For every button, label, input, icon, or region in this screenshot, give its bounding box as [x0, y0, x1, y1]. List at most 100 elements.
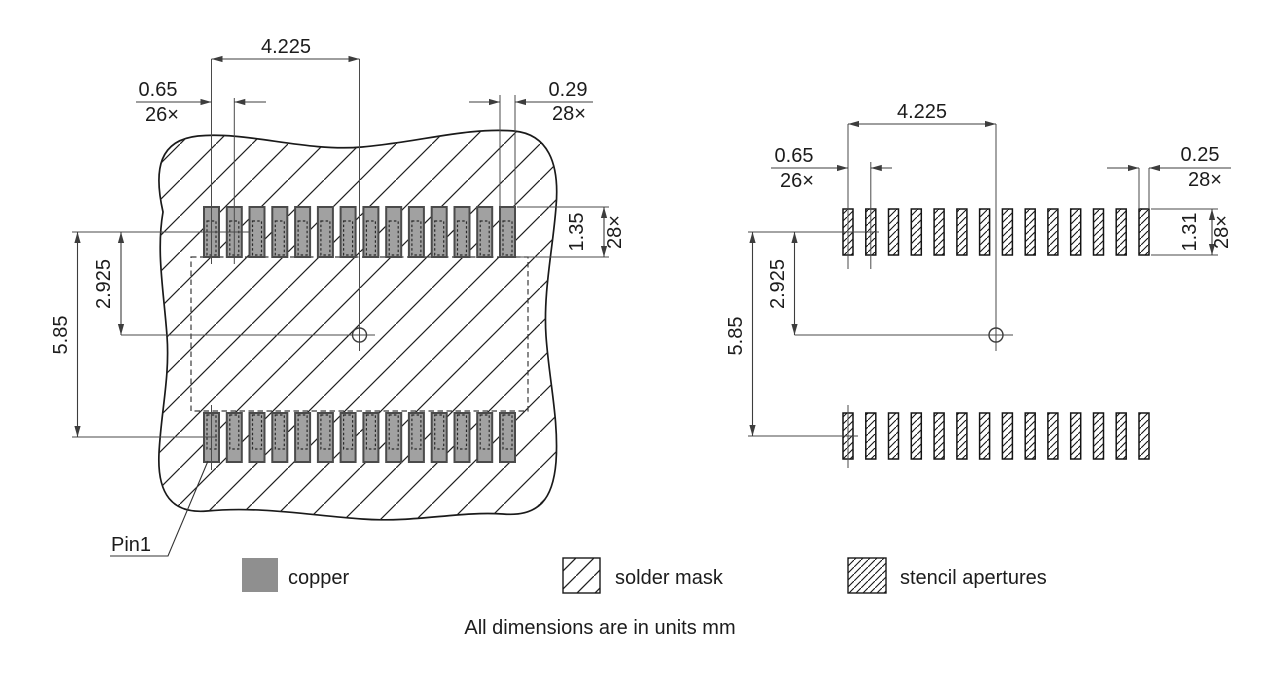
dim-pitch-count-left: 26×: [145, 104, 179, 126]
copper-pad: [248, 206, 266, 258]
lead-outline: [388, 414, 399, 450]
lead-outline: [297, 220, 308, 256]
lead-outline: [343, 414, 354, 450]
stencil-aperture: [910, 412, 923, 460]
right-center-mark: [988, 327, 1004, 343]
stencil-aperture: [1069, 208, 1082, 256]
lead-outline: [502, 220, 513, 256]
pin1-leader-line: [110, 460, 209, 557]
copper-pad: [271, 412, 289, 463]
lead-outline: [251, 414, 263, 450]
lead-outline: [365, 414, 376, 450]
lead-outline: [297, 414, 308, 450]
stencil-aperture-row-bottom: [842, 412, 1150, 460]
legend-solder-mask-label: solder mask: [615, 567, 724, 589]
stencil-aperture: [1115, 412, 1127, 460]
dim-aperture-width-count: 28×: [1188, 169, 1222, 191]
dim-pitch-left: 0.65: [139, 79, 178, 101]
lead-outline: [365, 220, 376, 256]
lead-outline: [274, 414, 285, 450]
left-view-land-pattern: Pin1 4.225 0.65 26× 0.29 28× 1.35 28× 5.…: [50, 36, 626, 557]
stencil-swatch: [847, 557, 887, 594]
copper-swatch: [242, 558, 278, 592]
lead-outline: [411, 220, 422, 256]
lead-outline: [456, 220, 468, 256]
stencil-aperture: [1047, 208, 1059, 256]
copper-pad: [407, 412, 425, 463]
copper-pad: [385, 412, 403, 463]
stencil-aperture: [1024, 412, 1036, 460]
copper-pad: [430, 412, 448, 463]
dim-row-half-left: 2.925: [93, 259, 115, 309]
stencil-aperture: [910, 208, 923, 256]
lead-outline: [411, 414, 422, 450]
stencil-aperture: [978, 412, 991, 460]
copper-pad: [407, 206, 425, 258]
stencil-aperture: [1001, 208, 1014, 256]
lead-outline: [434, 220, 445, 256]
stencil-aperture: [887, 208, 900, 256]
copper-pad-row-top: [203, 206, 516, 258]
copper-pad: [294, 206, 312, 258]
lead-outline: [320, 220, 331, 256]
copper-pad: [385, 206, 403, 258]
dim-pad-height: 1.35: [566, 213, 588, 252]
stencil-aperture: [956, 208, 968, 256]
lead-outline: [456, 414, 468, 450]
lead-outline: [320, 414, 331, 450]
dim-aperture-width: 0.25: [1181, 144, 1220, 166]
stencil-aperture: [1001, 412, 1014, 460]
left-view-dimensions: [72, 55, 609, 470]
copper-pad: [339, 412, 357, 463]
units-note: All dimensions are in units mm: [464, 617, 735, 639]
lead-outline: [502, 414, 513, 450]
component-body-outline: [190, 256, 529, 412]
copper-pad: [476, 206, 494, 258]
stencil-aperture: [956, 412, 968, 460]
dim-aperture-height-count: 28×: [1211, 215, 1233, 249]
stencil-aperture: [887, 412, 900, 460]
dim-pitch-count-right: 26×: [780, 170, 814, 192]
dim-pitch-right: 0.65: [775, 145, 814, 167]
stencil-aperture: [865, 412, 877, 460]
copper-pad: [499, 206, 516, 258]
copper-pad: [453, 412, 471, 463]
dim-span-right: 4.225: [897, 101, 947, 123]
lead-outline: [343, 220, 354, 256]
dim-row-half-right: 2.925: [767, 259, 789, 309]
stencil-aperture: [1024, 208, 1036, 256]
legend-copper-label: copper: [288, 567, 349, 589]
copper-pad: [225, 412, 243, 463]
copper-pad: [453, 206, 471, 258]
stencil-aperture: [933, 412, 945, 460]
stencil-aperture: [1092, 208, 1105, 256]
lead-outline: [479, 414, 490, 450]
dim-pad-width: 0.29: [549, 79, 588, 101]
stencil-swatch-fill: [848, 558, 886, 593]
lead-outline: [434, 414, 445, 450]
copper-pad: [476, 412, 494, 463]
dim-row-span-left: 5.85: [50, 316, 72, 355]
lead-outline: [388, 220, 399, 256]
copper-pad: [430, 206, 448, 258]
right-view-dimensions: [748, 120, 1231, 468]
dim-span-left: 4.225: [261, 36, 311, 58]
stencil-aperture: [978, 208, 991, 256]
lead-outline: [274, 220, 285, 256]
stencil-aperture: [933, 208, 945, 256]
copper-pad: [316, 206, 334, 258]
dim-row-span-right: 5.85: [725, 317, 747, 356]
stencil-aperture: [1069, 412, 1082, 460]
right-view-stencil-pattern: 4.225 0.65 26× 0.25 28× 1.31 28× 5.85 2.…: [725, 101, 1233, 468]
copper-pad: [294, 412, 312, 463]
stencil-aperture: [1115, 208, 1127, 256]
copper-pad: [271, 206, 289, 258]
copper-pad: [499, 412, 516, 463]
dim-aperture-height: 1.31: [1179, 213, 1201, 252]
stencil-aperture: [1138, 208, 1150, 256]
stencil-aperture: [1138, 412, 1150, 460]
lead-outline: [229, 414, 240, 450]
copper-pad: [339, 206, 357, 258]
